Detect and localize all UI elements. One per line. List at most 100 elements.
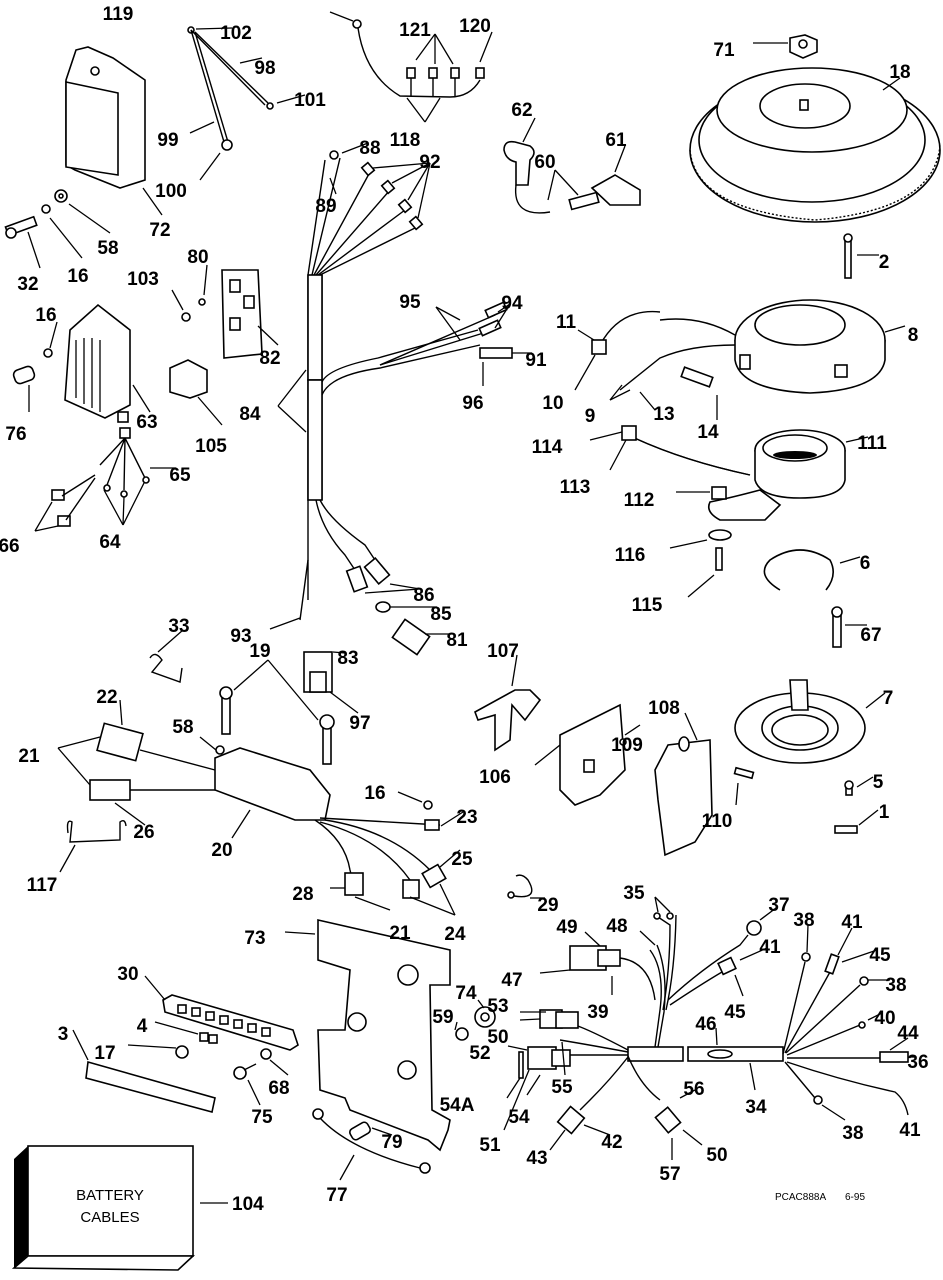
callout-43: 43 bbox=[526, 1148, 547, 1169]
callout-83: 83 bbox=[337, 648, 358, 669]
part-73-mounting-plate bbox=[284, 918, 496, 1181]
part-6-retaining-ring bbox=[763, 549, 867, 648]
callout-3: 3 bbox=[58, 1024, 69, 1045]
callout-16: 16 bbox=[364, 783, 385, 804]
part-30-terminal-strip bbox=[72, 975, 299, 1113]
callout-71: 71 bbox=[713, 40, 735, 61]
callout-93: 93 bbox=[230, 626, 251, 647]
callout-92: 92 bbox=[419, 152, 440, 173]
callout-96: 96 bbox=[462, 393, 483, 414]
callout-11: 11 bbox=[556, 312, 577, 333]
part-16-washer bbox=[41, 204, 51, 214]
callout-61: 61 bbox=[605, 130, 627, 151]
callout-34: 34 bbox=[745, 1097, 767, 1118]
callout-86: 86 bbox=[413, 585, 434, 606]
part-18-flywheel bbox=[689, 34, 941, 223]
callout-62: 62 bbox=[511, 100, 532, 121]
callout-94: 94 bbox=[501, 293, 523, 314]
callout-17: 17 bbox=[94, 1043, 115, 1064]
callout-117: 117 bbox=[27, 875, 58, 896]
part-29-tie-strap bbox=[507, 874, 545, 899]
callout-41: 41 bbox=[759, 937, 781, 958]
callout-100: 100 bbox=[155, 181, 187, 202]
callout-52: 52 bbox=[469, 1043, 490, 1064]
callout-60: 60 bbox=[534, 152, 555, 173]
part-72-power-pack bbox=[65, 46, 163, 216]
callout-97: 97 bbox=[349, 713, 370, 734]
callout-45: 45 bbox=[724, 1002, 746, 1023]
callout-113: 113 bbox=[560, 477, 591, 498]
callout-14: 14 bbox=[697, 422, 719, 443]
callout-37: 37 bbox=[768, 895, 789, 916]
callout-84: 84 bbox=[239, 404, 261, 425]
part-84-main-harness bbox=[269, 142, 532, 630]
part-106-107-brackets bbox=[474, 654, 755, 857]
part-104-battery-cables: BATTERY CABLES bbox=[11, 1145, 228, 1271]
callout-59: 59 bbox=[432, 1007, 453, 1028]
callout-24: 24 bbox=[444, 924, 466, 945]
callout-44: 44 bbox=[897, 1023, 919, 1044]
part-34-engine-harness bbox=[503, 896, 916, 1160]
callout-41: 41 bbox=[841, 912, 863, 933]
callout-118: 118 bbox=[390, 130, 421, 151]
callout-110: 110 bbox=[702, 811, 733, 832]
callout-38: 38 bbox=[842, 1123, 863, 1144]
part-117-clip bbox=[66, 819, 127, 843]
part-83-connector bbox=[303, 618, 453, 714]
callout-111: 111 bbox=[857, 433, 887, 454]
callout-64: 64 bbox=[99, 532, 121, 553]
callout-80: 80 bbox=[187, 247, 208, 268]
callout-55: 55 bbox=[551, 1077, 573, 1098]
callout-21: 21 bbox=[389, 923, 411, 944]
callout-88: 88 bbox=[359, 138, 380, 159]
callout-74: 74 bbox=[455, 983, 477, 1004]
callout-102: 102 bbox=[220, 23, 252, 44]
part-33-clip bbox=[149, 629, 184, 683]
callout-20: 20 bbox=[211, 840, 232, 861]
callout-53: 53 bbox=[487, 996, 508, 1017]
callout-114: 114 bbox=[532, 437, 563, 458]
part-63-rectifier bbox=[12, 303, 176, 532]
callout-22: 22 bbox=[96, 687, 117, 708]
callout-25: 25 bbox=[451, 849, 473, 870]
callout-9: 9 bbox=[585, 406, 596, 427]
callout-98: 98 bbox=[254, 58, 275, 79]
part-105-relay bbox=[169, 359, 223, 426]
callout-105: 105 bbox=[195, 436, 227, 457]
callout-67: 67 bbox=[860, 625, 881, 646]
callout-41: 41 bbox=[899, 1120, 921, 1141]
callout-1: 1 bbox=[879, 802, 890, 823]
callout-99: 99 bbox=[157, 130, 178, 151]
callout-76: 76 bbox=[5, 424, 26, 445]
callout-49: 49 bbox=[556, 917, 577, 938]
callout-66: 66 bbox=[0, 536, 20, 557]
part-118-harness bbox=[329, 11, 493, 123]
callout-16: 16 bbox=[67, 266, 88, 287]
callout-54: 54 bbox=[508, 1107, 530, 1128]
callout-57: 57 bbox=[659, 1164, 680, 1185]
callout-77: 77 bbox=[326, 1185, 347, 1206]
callout-19: 19 bbox=[249, 641, 270, 662]
callout-120: 120 bbox=[459, 16, 491, 37]
callout-39: 39 bbox=[587, 1002, 608, 1023]
callout-116: 116 bbox=[615, 545, 646, 566]
callout-30: 30 bbox=[117, 964, 138, 985]
callout-21: 21 bbox=[18, 746, 40, 767]
callout-50: 50 bbox=[487, 1027, 508, 1048]
callout-48: 48 bbox=[606, 916, 627, 937]
callout-104: 104 bbox=[232, 1194, 264, 1215]
callout-13: 13 bbox=[653, 404, 674, 425]
callout-47: 47 bbox=[501, 970, 522, 991]
callout-26: 26 bbox=[133, 822, 154, 843]
callout-95: 95 bbox=[399, 292, 421, 313]
callout-7: 7 bbox=[883, 688, 894, 709]
battery-label-line1: BATTERY bbox=[76, 1187, 144, 1204]
callout-46: 46 bbox=[695, 1014, 716, 1035]
callout-54a: 54A bbox=[440, 1095, 475, 1116]
callout-108: 108 bbox=[648, 698, 680, 719]
callout-106: 106 bbox=[479, 767, 511, 788]
callout-112: 112 bbox=[624, 490, 655, 511]
callout-121: 121 bbox=[399, 20, 431, 41]
drawing-reference-date: 6-95 bbox=[845, 1192, 865, 1203]
part-98-99-leads bbox=[187, 26, 306, 181]
